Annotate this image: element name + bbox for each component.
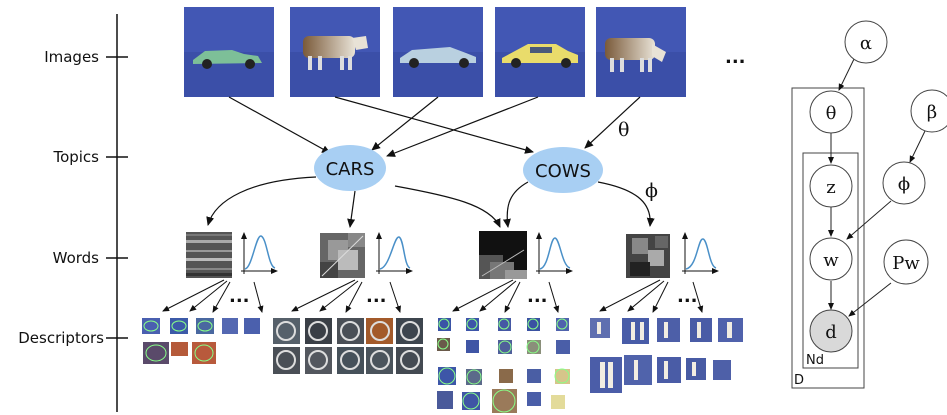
phi-label: ϕ [645, 180, 658, 202]
graphical-model: Nd D α θ β z ϕ w Pw d [791, 20, 947, 389]
descriptor-patches-3 [437, 318, 570, 413]
car-shape [400, 47, 476, 68]
images-ellipsis: ... [725, 47, 746, 68]
node-alpha-label: α [860, 33, 872, 54]
image-thumb-cow-1 [290, 7, 380, 97]
node-theta [809, 90, 853, 134]
topic-cows [523, 147, 603, 193]
distribution-curve-1 [241, 232, 278, 274]
distribution-curve-4 [682, 232, 719, 274]
node-beta [910, 89, 947, 133]
node-pw-label: Pw [892, 253, 920, 274]
level-label-descriptors: Descriptors [18, 329, 104, 347]
word-histogram-1 [186, 232, 232, 278]
plate-nd-label: Nd [806, 353, 824, 368]
descriptor-patches-2 [273, 318, 423, 374]
node-phi [882, 161, 926, 205]
cow-shape [303, 36, 368, 70]
theta-label: θ [618, 119, 629, 141]
image-topic-arrows [228, 96, 641, 157]
words-row [186, 231, 719, 279]
topic-cars-label: CARS [326, 159, 375, 180]
plate-d [791, 87, 865, 389]
plate-d-label: D [794, 373, 804, 388]
word-ellipsis-2: ... [366, 286, 387, 307]
word-ellipsis-1: ... [229, 286, 250, 307]
image-thumb-car-3 [495, 7, 585, 97]
level-label-images: Images [44, 48, 99, 66]
topic-word-arrows [206, 176, 655, 228]
level-label-topics: Topics [52, 148, 99, 166]
distribution-curve-2 [376, 232, 413, 274]
car-shape [502, 44, 578, 68]
distribution-curve-3 [536, 232, 573, 274]
word-histogram-3 [479, 231, 527, 279]
topic-cows-label: COWS [535, 161, 591, 182]
node-z-label: z [826, 177, 835, 198]
node-theta-label: θ [826, 103, 837, 124]
node-phi-label: ϕ [898, 174, 910, 195]
word-ellipsis-4: ... [677, 286, 698, 307]
image-thumb-cow-2 [596, 7, 686, 97]
word-histogram-4 [626, 234, 670, 278]
image-thumb-car-2 [393, 7, 483, 97]
node-w [809, 237, 853, 281]
word-ellipsis-3: ... [527, 286, 548, 307]
level-axis [106, 14, 128, 412]
node-z [809, 164, 853, 208]
node-beta-label: β [927, 102, 937, 123]
topic-cars [314, 145, 386, 191]
descriptor-patches-4 [590, 318, 743, 393]
node-pw [883, 239, 929, 285]
word-histogram-2 [320, 233, 365, 278]
image-thumb-car-1 [184, 7, 274, 97]
word-descriptor-arrows [162, 279, 704, 313]
node-w-label: w [823, 250, 839, 271]
descriptor-patches-1 [142, 318, 260, 364]
node-alpha [844, 20, 888, 64]
images-row [184, 7, 686, 97]
level-label-words: Words [53, 249, 100, 267]
car-shape [193, 50, 262, 69]
node-d-label: d [825, 322, 837, 343]
node-d [809, 309, 853, 353]
cow-shape [605, 38, 666, 72]
